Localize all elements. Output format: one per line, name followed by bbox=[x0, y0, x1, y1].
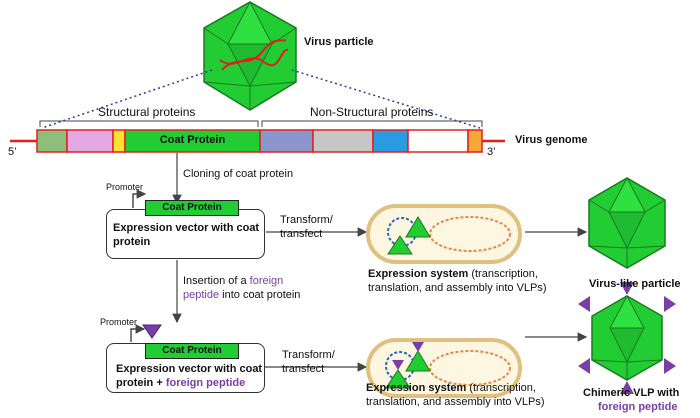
expression-system-title-1: Expression system bbox=[368, 268, 469, 280]
projection-line-left bbox=[41, 69, 213, 129]
expression-system-label-1b: translation, and assembly into VLPs) bbox=[368, 282, 547, 294]
chimeric-vlp-label-line1: Chimeric VLP with bbox=[583, 387, 680, 399]
vector1-label-line1: Expression vector with coat bbox=[113, 222, 260, 234]
transform-label-2a: Transform/ bbox=[282, 349, 335, 361]
five-prime-label: 5’ bbox=[8, 146, 17, 158]
expression-system-label-2b: translation, and assembly into VLPs) bbox=[366, 396, 545, 408]
step-insertion-peptide: peptide bbox=[183, 289, 220, 301]
promoter-arrow-2 bbox=[130, 324, 146, 342]
virus-genome bbox=[10, 129, 505, 153]
structural-bracket bbox=[39, 120, 259, 127]
expression-system-desc-2: (transcription, bbox=[466, 382, 536, 394]
promoter-label-2: Promoter bbox=[100, 317, 138, 327]
promoter-label-1: Promoter bbox=[106, 182, 144, 192]
vector2-label-protein: protein + bbox=[116, 377, 166, 389]
expression-system-label-2a: Expression system (transcription, bbox=[366, 382, 536, 394]
vector2-label-foreign: foreign peptide bbox=[165, 377, 246, 389]
structural-proteins-label: Structural proteins bbox=[98, 105, 196, 119]
vlp-label: Virus-like particle bbox=[589, 278, 681, 290]
step-insertion-text-b: into coat protein bbox=[219, 289, 301, 301]
transform-label-2b: transfect bbox=[282, 363, 325, 375]
expression-cell-1 bbox=[366, 204, 522, 264]
vector1-label-line2: protein bbox=[113, 236, 151, 248]
vector2-label-line2: protein + foreign peptide bbox=[116, 377, 245, 389]
chimeric-vlp-icon bbox=[578, 282, 676, 394]
virus-particle-label: Virus particle bbox=[304, 36, 374, 48]
expression-vector-1 bbox=[106, 209, 265, 259]
transform-label-1a: Transform/ bbox=[280, 214, 333, 226]
foreign-peptide-icon bbox=[142, 324, 162, 339]
vector2-label-line1: Expression vector with coat bbox=[116, 363, 263, 375]
step-insertion-text-a: Insertion of a bbox=[183, 275, 250, 287]
vlp-icon bbox=[588, 176, 666, 269]
transform-label-1b: transfect bbox=[280, 228, 323, 240]
nonstructural-bracket bbox=[261, 120, 483, 127]
expression-system-desc-1: (transcription, bbox=[468, 268, 538, 280]
vector1-coat-protein: Coat Protein bbox=[145, 200, 239, 216]
step-insertion-line2: peptide into coat protein bbox=[183, 289, 300, 301]
step-insertion-line1: Insertion of a foreign bbox=[183, 275, 283, 287]
chimeric-vlp-label-line2: foreign peptide bbox=[598, 401, 678, 413]
expression-system-title-2: Expression system bbox=[366, 382, 467, 394]
promoter-arrow-1 bbox=[132, 189, 147, 208]
genome-coat-protein-label: Coat Protein bbox=[159, 134, 226, 146]
virus-genome-label: Virus genome bbox=[515, 134, 588, 146]
projection-line-right bbox=[291, 69, 481, 129]
step-insertion-foreign: foreign bbox=[249, 275, 284, 287]
step-cloning-label: Cloning of coat protein bbox=[183, 168, 294, 180]
three-prime-label: 3’ bbox=[487, 146, 496, 158]
virus-particle-icon bbox=[203, 0, 297, 111]
expression-cell-2 bbox=[366, 338, 522, 398]
expression-system-label-1a: Expression system (transcription, bbox=[368, 268, 538, 280]
nonstructural-proteins-label: Non-Structural proteins bbox=[310, 105, 434, 119]
vector2-coat-protein: Coat Protein bbox=[145, 343, 239, 359]
